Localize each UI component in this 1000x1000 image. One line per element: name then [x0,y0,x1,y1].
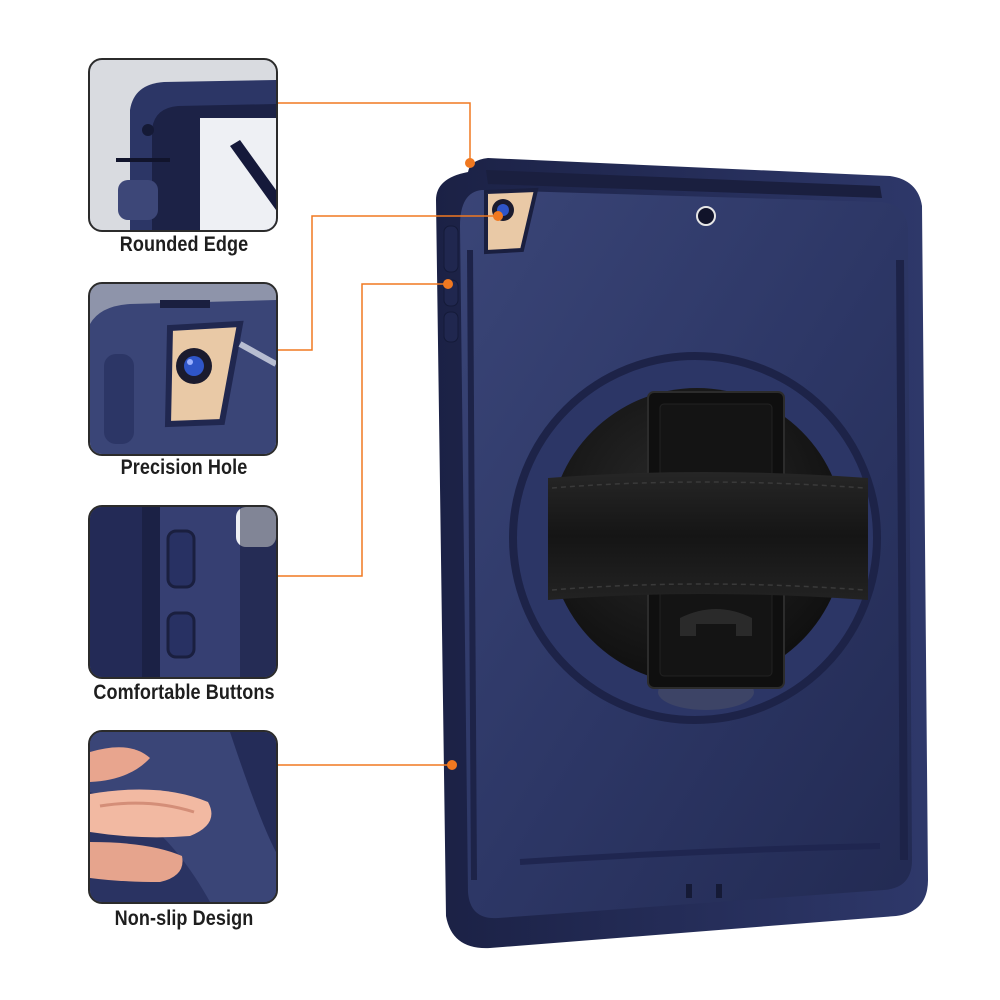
volume-button-lower [443,311,459,343]
case-left-ridge [467,249,477,881]
volume-button-middle [443,279,459,307]
callout-non-slip-design-image [88,730,278,904]
caption-precision-hole: Precision Hole [120,456,248,479]
caption-comfortable-buttons: Comfortable Buttons [93,681,275,704]
case-bottom-ridge [519,843,881,865]
kickstand-grip [680,609,752,636]
strap-stitch-top [551,481,865,489]
case-top-strip [486,170,882,198]
bottom-notch-left [686,884,692,898]
camera-lens-inner [497,204,509,216]
microphone-hole [696,206,716,226]
hand-strap [548,472,868,600]
bottom-notch-right [716,884,722,898]
caption-non-slip-design: Non-slip Design [114,907,254,930]
callout-precision-hole-image [88,282,278,456]
case-right-ridge [896,259,908,861]
strap-stitch-bottom [551,583,865,591]
callout-comfortable-buttons-image [88,505,278,679]
callout-rounded-edge-image [88,58,278,232]
volume-button-upper [443,225,459,273]
caption-rounded-edge: Rounded Edge [119,233,249,256]
